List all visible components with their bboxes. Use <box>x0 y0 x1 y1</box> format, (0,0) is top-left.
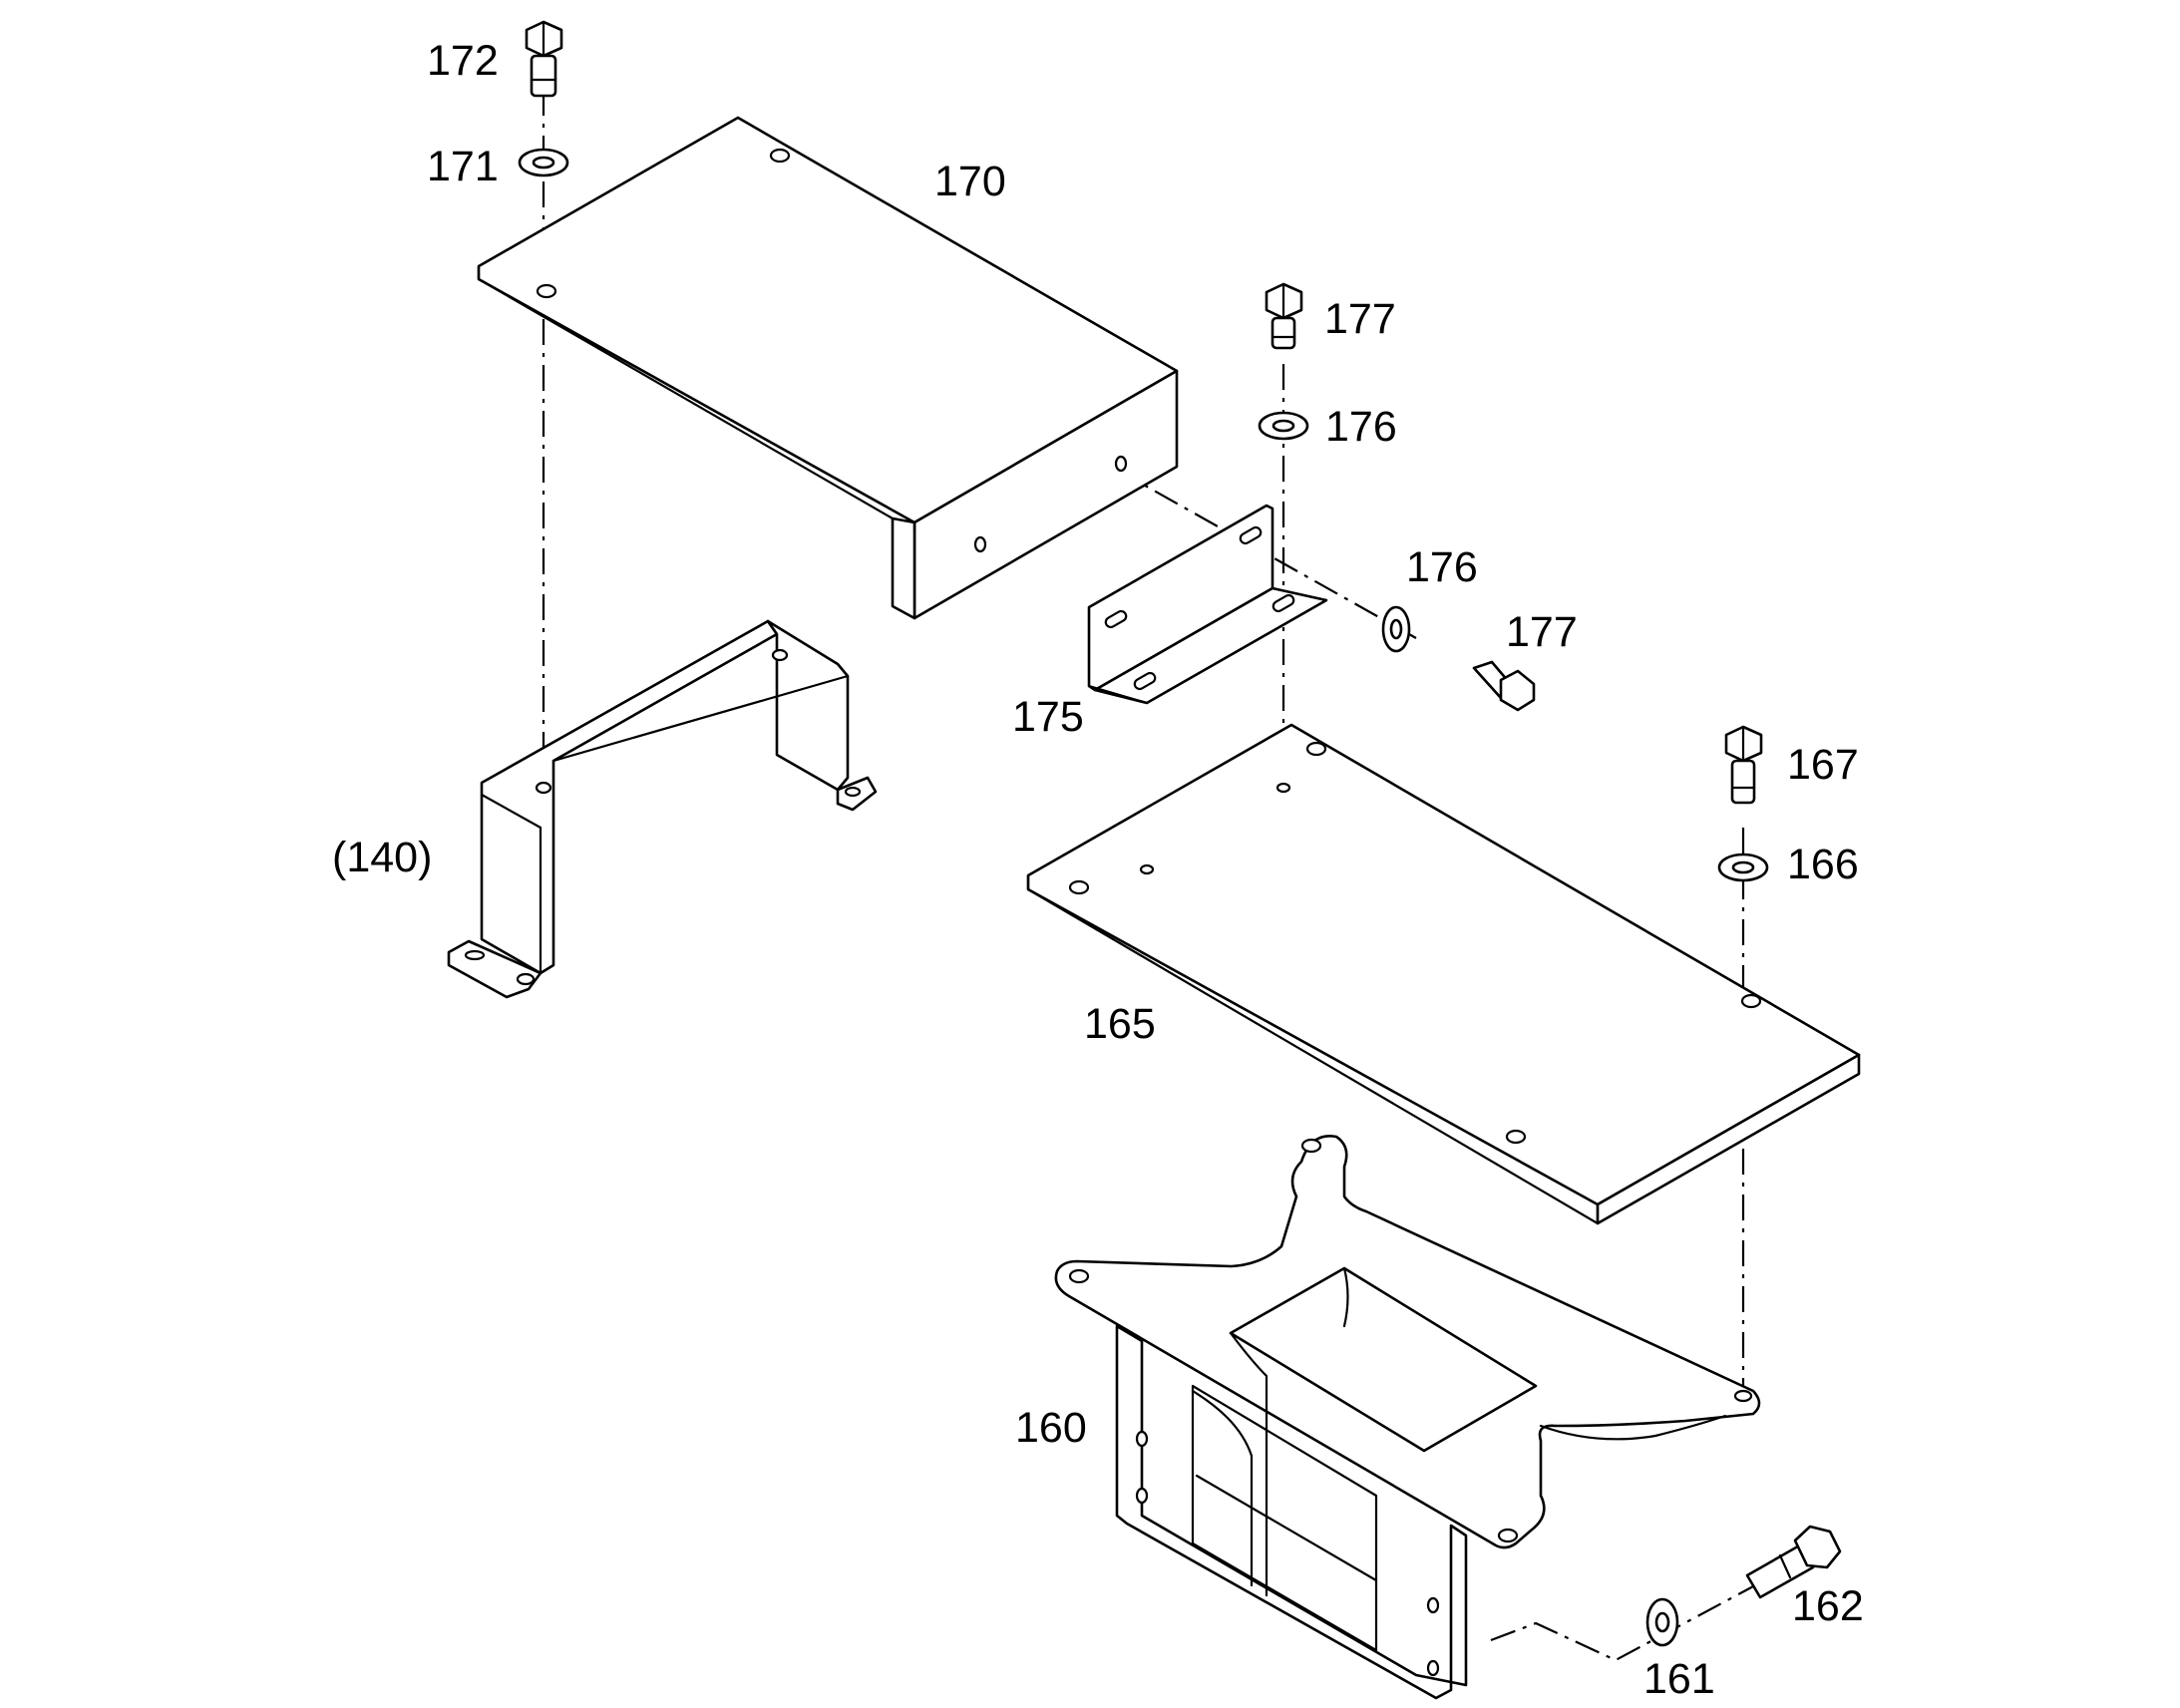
callout-176-side: 176 <box>1406 543 1478 591</box>
callout-170: 170 <box>934 158 1006 205</box>
callout-160: 160 <box>1015 1404 1087 1452</box>
bracket-140 <box>447 619 878 999</box>
washer-161 <box>1645 1597 1679 1647</box>
callout-166: 166 <box>1787 841 1859 888</box>
callout-162: 162 <box>1792 1582 1864 1630</box>
callout-175: 175 <box>1012 693 1084 741</box>
callout-140: (140) <box>332 834 432 881</box>
washer-166 <box>1717 853 1769 882</box>
bolt-167 <box>1724 725 1763 805</box>
angle-bracket-175 <box>1087 504 1328 705</box>
washer-171 <box>518 148 569 177</box>
callout-176-upper: 176 <box>1325 403 1397 451</box>
washer-176-side <box>1381 605 1411 653</box>
callout-177-upper: 177 <box>1324 295 1396 343</box>
bolt-177-upper <box>1265 282 1303 350</box>
callout-177-side: 177 <box>1506 608 1578 656</box>
callout-171: 171 <box>427 143 499 190</box>
callout-165: 165 <box>1084 1000 1156 1048</box>
base-160 <box>1054 1135 1761 1700</box>
callout-161: 161 <box>1643 1655 1715 1703</box>
bolt-162 <box>1745 1525 1842 1599</box>
bolt-172 <box>525 20 563 98</box>
cover-170 <box>477 116 1179 620</box>
washer-176-upper <box>1258 411 1309 441</box>
plate-165 <box>1026 723 1861 1225</box>
callout-labels: 172 171 170 177 176 176 177 175 (140) 16… <box>332 37 1864 1703</box>
bolt-177-side <box>1472 660 1536 712</box>
callout-167: 167 <box>1787 741 1859 789</box>
callout-172: 172 <box>427 37 499 85</box>
